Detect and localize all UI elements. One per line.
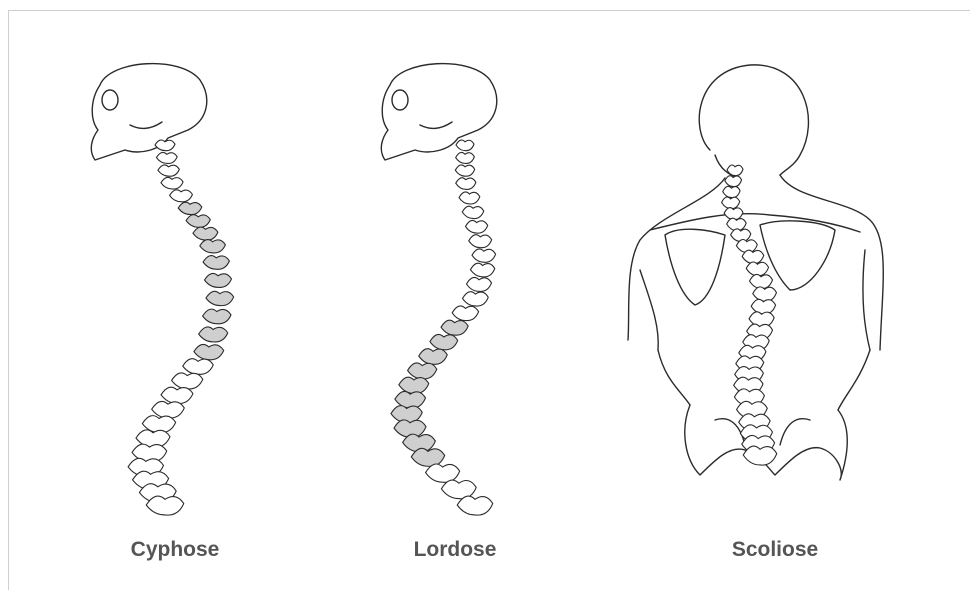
cyphose-illustration [70,50,290,520]
cyphose-vertebra [206,291,234,305]
cyphose-vertebra [186,215,210,228]
cyphose-caption: Cyphose [100,538,250,562]
cyphose-vertebra [178,202,202,214]
cyphose-skull [91,64,206,160]
lordose-vertebra [441,480,476,499]
lordose-eye-socket [392,90,408,110]
scoliose-vertebra [746,262,768,276]
cyphose-vertebra [194,344,224,359]
lordose-vertebra [426,464,460,482]
lordose-vertebra [411,448,444,466]
lordose-vertebra [441,320,468,335]
lordose-vertebra [459,192,480,204]
cyphose-vertebra [205,273,232,287]
lordose-vertebra [456,152,475,163]
lordose-vertebra [430,334,458,349]
cyphose-vertebrae [128,140,234,515]
cyphose-vertebra [199,327,228,342]
lordose-vertebra [467,277,492,291]
lordose-caption: Lordose [380,538,530,562]
lordose-spine-svg [360,50,560,520]
cyphose-vertebra [155,140,175,151]
scoliose-vertebra [743,446,777,465]
cyphose-vertebra [200,240,226,253]
cyphose-vertebra [152,401,185,418]
lordose-vertebra [462,206,484,218]
lordose-vertebra [469,235,492,248]
lordose-vertebra [455,165,474,176]
cyphose-vertebra [183,359,214,375]
lordose-illustration [360,50,560,520]
lordose-vertebra [419,349,448,365]
cyphose-vertebra [146,496,184,515]
cyphose-vertebra [203,256,229,270]
scoliose-caption: Scoliose [700,538,850,562]
scoliose-vertebra [753,287,777,301]
lordose-vertebra [472,249,496,262]
lordose-vertebra [470,263,494,277]
lordose-vertebra [463,292,489,306]
scoliose-vertebra [722,197,740,209]
cyphose-vertebra [172,373,203,389]
scoliose-vertebra [725,176,742,187]
lordose-vertebra [452,306,478,321]
lordose-vertebrae [391,140,496,515]
lordose-vertebra [466,220,488,233]
scoliose-vertebra [723,186,740,197]
cyphose-vertebra [161,387,193,403]
lordose-vertebra [456,140,474,151]
cyphose-vertebra [170,190,193,202]
cyphose-vertebra [203,309,231,324]
scoliose-vertebra [750,274,773,288]
lordose-vertebra [457,496,493,515]
lordose-skull [381,64,496,160]
cyphose-vertebra [156,152,177,163]
scoliose-left-scapula [665,229,725,305]
cyphose-vertebra [193,227,218,240]
cyphose-spine-svg [70,50,290,520]
scoliose-illustration [620,50,900,520]
cyphose-eye-socket [102,90,118,110]
cyphose-vertebra [161,177,183,189]
scoliose-back-svg [620,50,900,520]
scoliose-shoulders [628,178,725,340]
cyphose-vertebra [158,165,179,176]
lordose-vertebra [456,178,476,190]
lordose-vertebra [408,363,437,379]
